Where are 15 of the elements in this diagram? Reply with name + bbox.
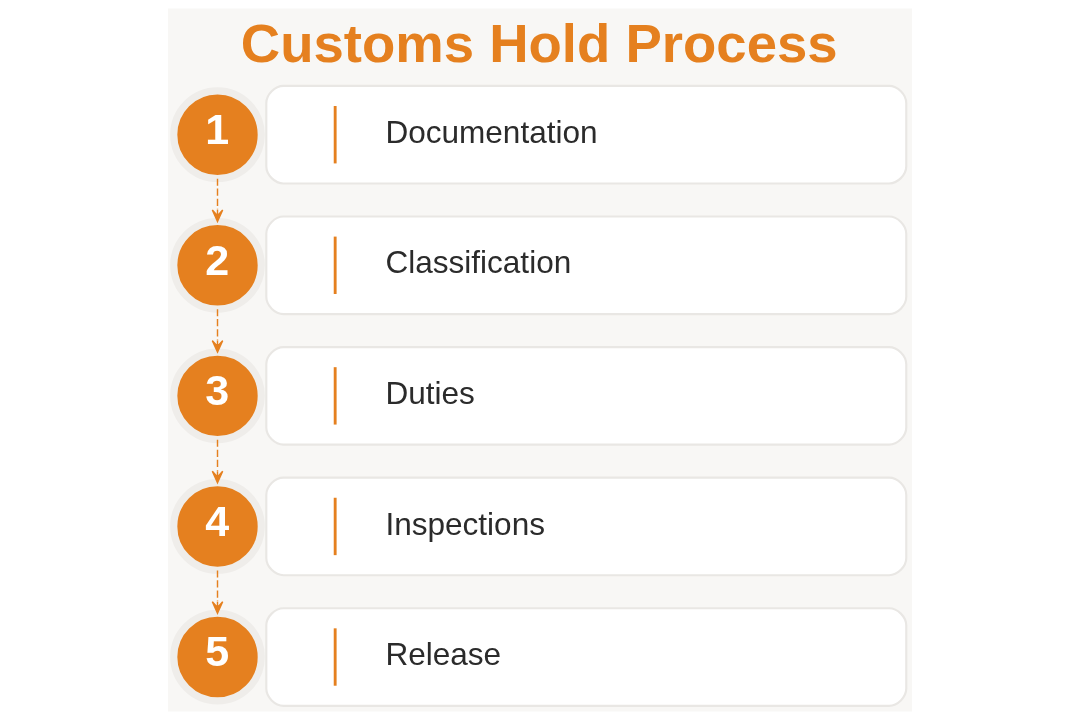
node-box: Documentation — [265, 84, 908, 185]
diagram-title: Customs Hold Process — [240, 13, 838, 75]
node-circle: 3 — [170, 348, 265, 444]
arrow — [211, 308, 224, 353]
node-box: Inspections — [265, 476, 908, 577]
node-box: Release — [265, 607, 908, 707]
node-box: Duties — [265, 346, 908, 446]
node-circle: 4 — [170, 479, 265, 574]
arrow — [211, 177, 224, 223]
node-circle: 5 — [170, 609, 265, 705]
arrow — [211, 439, 224, 484]
arrow — [211, 569, 224, 614]
node-circle: 2 — [170, 217, 265, 313]
node-box: Classification — [265, 215, 908, 316]
node-circle: 1 — [170, 87, 265, 183]
